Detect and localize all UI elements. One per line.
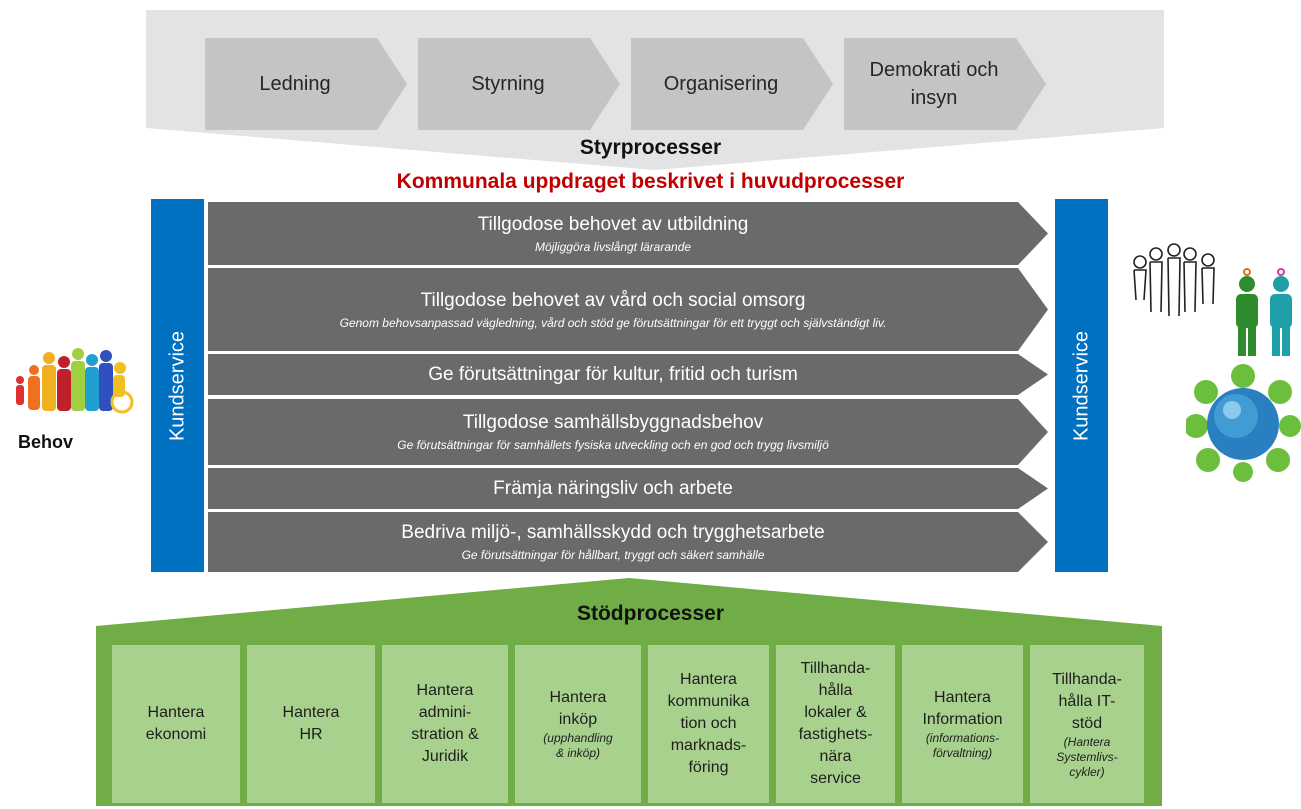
process-title: Tillgodose samhällsbyggnadsbehov <box>462 412 764 433</box>
styr-step-label: Demokrati och insyn <box>869 59 999 109</box>
stod-box-label: Hantera ekonomi <box>145 704 207 743</box>
process-title: Ge förutsättningar för kultur, fritid oc… <box>428 363 798 385</box>
styr-step-demokrati: Demokrati och insyn <box>844 38 1046 130</box>
styr-step-label: Ledning <box>259 73 331 95</box>
process-title: Bedriva miljö-, samhällsskydd och tryggh… <box>401 522 825 543</box>
stod-box-label: Hantera admini- stration & Juridik <box>411 682 479 765</box>
people-group-icon <box>1133 243 1215 317</box>
stod-box-note: (informations- förvaltning) <box>925 731 1000 760</box>
kundservice-left-bar: Kundservice <box>151 199 204 572</box>
styr-step-ledning: Ledning <box>205 38 407 130</box>
stod-box-label: Hantera inköp <box>549 689 607 728</box>
globe-icon <box>1186 364 1301 482</box>
process-title: Tillgodose behovet av utbildning <box>477 213 749 235</box>
stod-box-information: Hantera Information (informations- förva… <box>902 645 1023 803</box>
process-title: Tillgodose behovet av vård och social om… <box>420 289 806 311</box>
process-subtitle: Möjliggöra livslångt lärarande <box>534 239 692 254</box>
family-people-icon <box>16 348 134 414</box>
stod-box-note: (Hantera Systemlivs- cykler) <box>1056 734 1118 779</box>
stod-box-label: Hantera kommunika tion och marknads- för… <box>667 671 750 776</box>
process-naringsliv: Främja näringsliv och arbete <box>208 468 1048 509</box>
stod-box-note: (upphandling & inköp) <box>543 731 613 760</box>
kundservice-right-label: Kundservice <box>1070 330 1092 441</box>
styr-step-styrning: Styrning <box>418 38 620 130</box>
process-subtitle: Genom behovsanpassad vägledning, vård oc… <box>339 315 887 330</box>
stod-box-ekonomi: Hantera ekonomi <box>112 645 240 803</box>
kundservice-right-bar: Kundservice <box>1055 199 1108 572</box>
process-subtitle: Ge förutsättningar för hållbart, tryggt … <box>461 548 765 562</box>
kundservice-left-label: Kundservice <box>166 330 188 441</box>
stod-box-hr: Hantera HR <box>247 645 375 803</box>
stod-box-label: Tillhanda- hålla IT- stöd <box>1052 670 1122 732</box>
process-miljo-trygghet: Bedriva miljö-, samhällsskydd och tryggh… <box>208 512 1048 572</box>
styr-step-organisering: Organisering <box>631 38 833 130</box>
stod-box-label: Hantera Information <box>922 689 1003 728</box>
process-utbildning: Tillgodose behovet av utbildning Möjligg… <box>208 202 1048 265</box>
styr-step-label: Organisering <box>663 73 779 95</box>
stod-box-lokaler: Tillhanda- hålla lokaler & fastighets- n… <box>776 645 895 803</box>
styr-step-label: Styrning <box>471 73 545 95</box>
process-kultur: Ge förutsättningar för kultur, fritid oc… <box>208 354 1048 395</box>
man-woman-icon <box>1236 268 1292 356</box>
stod-box-kommunikation: Hantera kommunika tion och marknads- för… <box>648 645 769 803</box>
stodprocesser-title: Stödprocesser <box>576 602 725 625</box>
process-subtitle: Ge förutsättningar för samhällets fysisk… <box>397 438 829 452</box>
styrprocesser-title: Styrprocesser <box>579 136 722 159</box>
process-vard-omsorg: Tillgodose behovet av vård och social om… <box>208 268 1048 351</box>
stod-box-label: Hantera HR <box>282 704 340 743</box>
behov-label: Behov <box>18 432 74 452</box>
huvudprocesser-title: Kommunala uppdraget beskrivet i huvudpro… <box>396 170 905 193</box>
stod-box-it-stod: Tillhanda- hålla IT- stöd (Hantera Syste… <box>1030 645 1144 803</box>
stod-box-administration: Hantera admini- stration & Juridik <box>382 645 508 803</box>
stod-box-inkop: Hantera inköp (upphandling & inköp) <box>515 645 641 803</box>
process-samhallsbyggnad: Tillgodose samhällsbyggnadsbehov Ge föru… <box>208 399 1048 465</box>
process-title: Främja näringsliv och arbete <box>493 477 733 499</box>
stod-box-label: Tillhanda- hålla lokaler & fastighets- n… <box>798 660 873 787</box>
